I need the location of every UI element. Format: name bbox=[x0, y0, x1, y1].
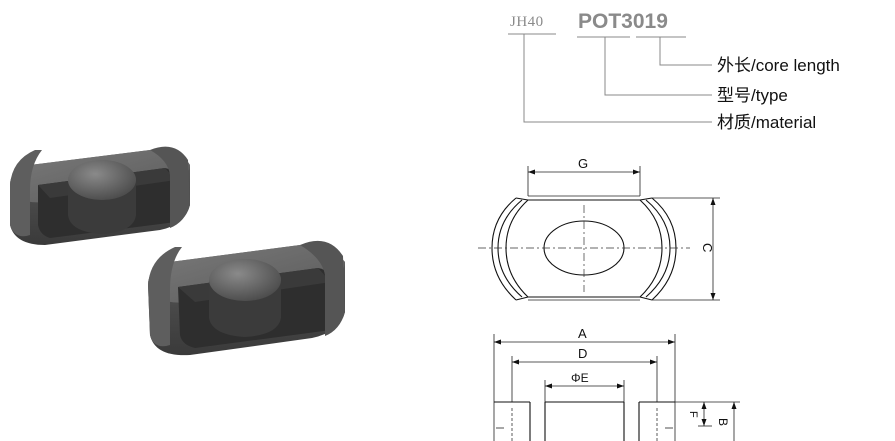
core-code: POT3019 bbox=[578, 10, 668, 33]
side-view-drawing: A D ΦE F bbox=[493, 326, 740, 441]
dim-label-c: C bbox=[700, 243, 715, 252]
code-breakdown: JH40 POT3019 外长/core length 型号/type 材质/m… bbox=[508, 10, 840, 132]
top-view-drawing: G C bbox=[478, 156, 720, 301]
dim-label-d: D bbox=[578, 346, 587, 361]
legend-type: 型号/type bbox=[717, 86, 788, 105]
dim-label-b: B bbox=[716, 418, 730, 426]
dim-label-a: A bbox=[578, 326, 587, 341]
dim-label-g: G bbox=[578, 156, 588, 171]
core-photo-back bbox=[10, 146, 190, 245]
legend-material: 材质/material bbox=[717, 113, 816, 132]
material-code: JH40 bbox=[510, 14, 544, 30]
legend-core-length: 外长/core length bbox=[717, 56, 840, 75]
dim-label-f: F bbox=[687, 411, 699, 418]
core-photo-front bbox=[148, 240, 345, 356]
dim-label-e: ΦE bbox=[571, 371, 589, 385]
